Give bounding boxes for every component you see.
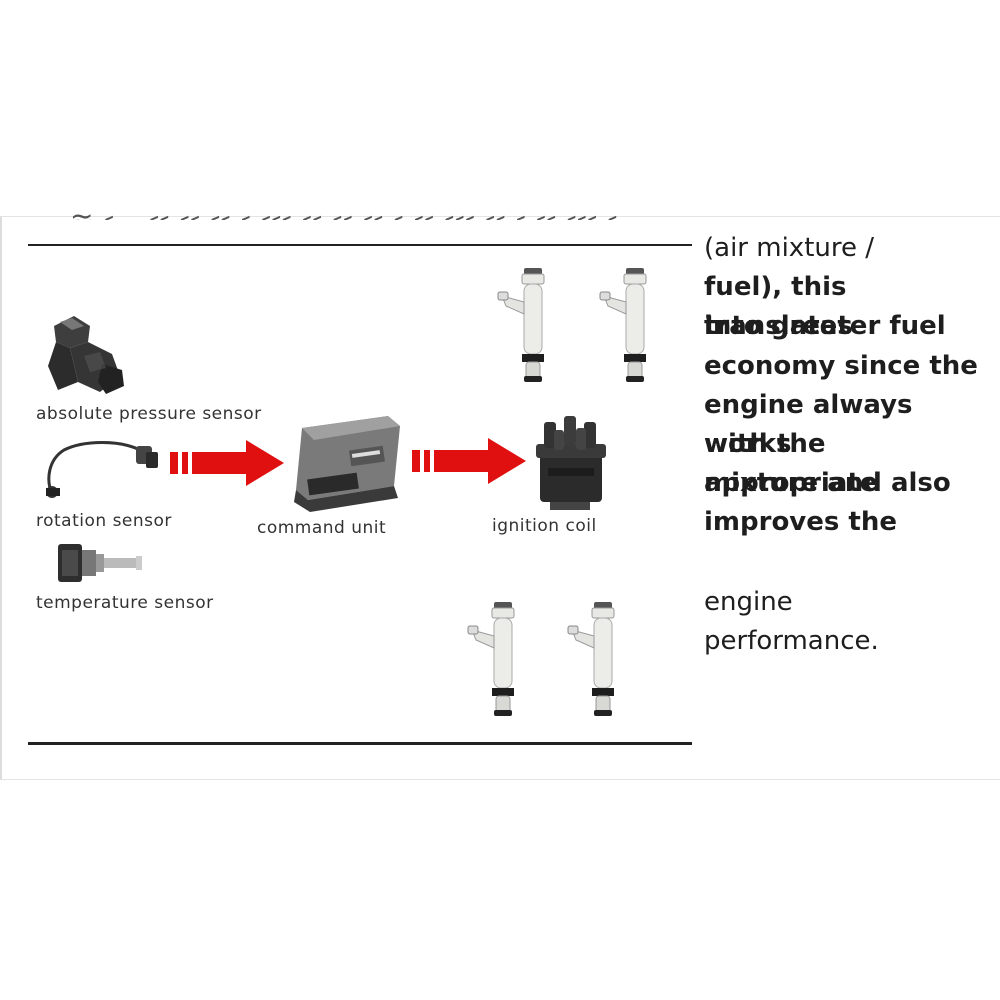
- coil-label: ignition coil: [492, 516, 597, 536]
- sensor-label: rotation sensor: [36, 511, 172, 531]
- fuel-injector-icon: [596, 266, 660, 384]
- rotation-sensor-icon: [46, 441, 158, 498]
- side-text-line: engine always works: [704, 390, 913, 459]
- clipped-text-line: ≈ ⸗ ˏ ⸗⸗ ⸗⸗ ⸗⸗ ⸗ ⸗⸗⸗ ⸗⸗ ⸗⸗ ⸗⸗ ⸗ ⸗⸗ ⸗⸗⸗ ⸗…: [70, 202, 619, 220]
- document-frame: [0, 216, 1000, 780]
- flow-arrow-icon: [412, 438, 526, 484]
- side-text-line: improves the: [704, 507, 897, 537]
- temperature-sensor-icon: [58, 544, 142, 582]
- side-text-line: engine: [704, 587, 793, 617]
- sensor-label: temperature sensor: [36, 593, 214, 613]
- bottom-rule: [28, 742, 692, 745]
- fuel-injector-icon: [464, 600, 528, 718]
- fuel-injector-icon: [564, 600, 628, 718]
- side-text-line: with the appropriate: [704, 429, 878, 498]
- side-text-line: economy since the: [704, 351, 978, 381]
- pressure-sensor-icon: [48, 316, 124, 394]
- side-text-line: fuel), this translates: [704, 272, 853, 341]
- top-rule: [28, 244, 692, 246]
- side-text-line: mixture and also: [704, 468, 951, 498]
- ecu-label: command unit: [257, 518, 387, 538]
- ignition-coil-icon: [536, 416, 606, 510]
- side-text-line: (air mixture /: [704, 233, 875, 263]
- side-text-line: into greater fuel: [704, 311, 946, 341]
- flow-arrow-icon: [170, 440, 284, 486]
- fuel-injector-icon: [494, 266, 558, 384]
- ecu-icon: [294, 416, 400, 512]
- side-text-line: performance.: [704, 626, 879, 656]
- sensor-label: absolute pressure sensor: [36, 404, 262, 424]
